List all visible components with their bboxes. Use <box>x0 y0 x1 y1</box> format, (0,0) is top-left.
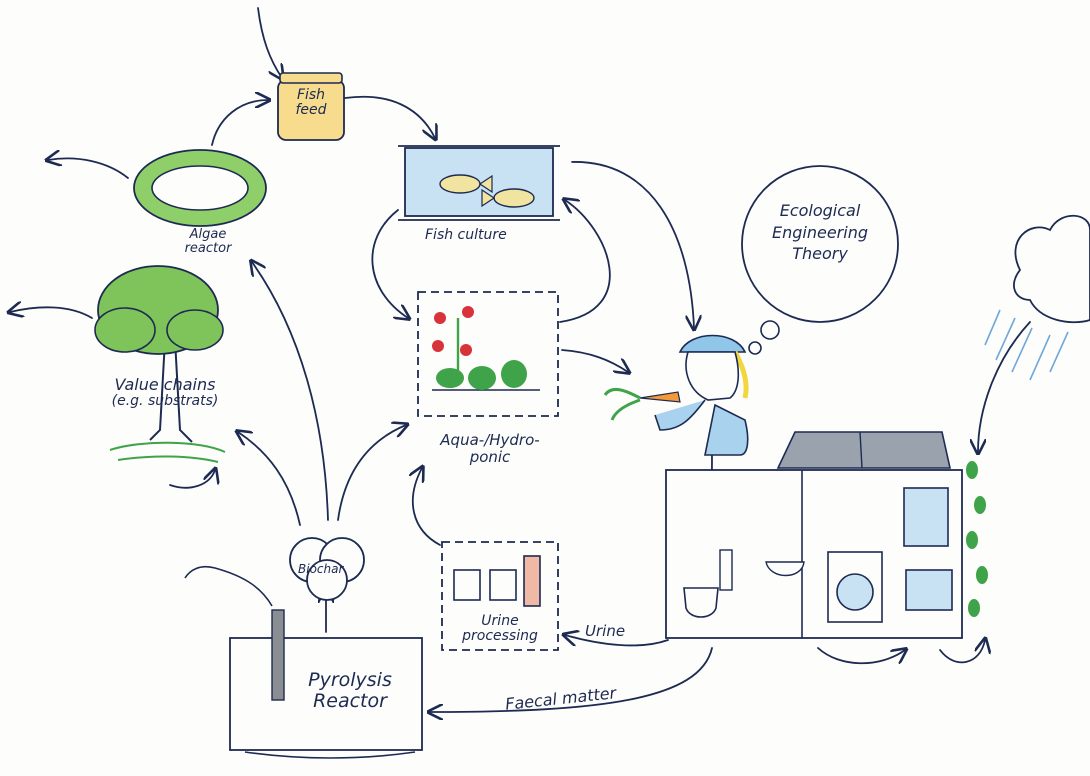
pyrolysis-reactor <box>184 565 423 759</box>
biochar-pile <box>289 537 365 601</box>
house <box>665 431 988 639</box>
arrow-algae-out <box>48 158 129 179</box>
fish-culture-label: Fish culture <box>425 227 507 243</box>
urine-processing-label-line1: Urine <box>481 613 519 629</box>
value-chains-label-line2: (e.g. substrats) <box>111 392 219 409</box>
arrow-rain-to-house <box>978 321 1031 452</box>
arrow-fish-to-aquaponic <box>371 209 408 318</box>
arrow-feed-to-fish-culture <box>344 95 435 138</box>
aquaponic-box <box>417 291 559 417</box>
pyrolysis-reactor-label-line1: Pyrolysis <box>308 669 392 691</box>
fish-feed-label: Fish feed <box>278 87 344 119</box>
arrow-tree-loop <box>169 470 215 489</box>
value-chains-tree <box>94 265 226 463</box>
urine-processing-box <box>441 541 559 651</box>
aquaponic-label-line2: ponic <box>469 447 511 466</box>
algae-reactor-label-line1: Algae <box>189 227 227 242</box>
person-eating-carrot <box>603 334 749 456</box>
fish-culture-tank <box>398 145 560 221</box>
thought-line1: Ecological <box>779 201 861 220</box>
arrow-urine-to-aquaponic <box>413 468 441 546</box>
urine-processing-label: Urine processing <box>442 613 558 645</box>
arrow-toilet-to-pyrolysis <box>430 647 713 712</box>
thought-line2: Engineering <box>772 222 868 242</box>
arrow-biochar-to-value-chains <box>238 432 301 526</box>
arrow-biochar-to-algae <box>252 262 329 521</box>
pyrolysis-reactor-label: Pyrolysis Reactor <box>290 670 410 712</box>
arrow-greywater-loop <box>817 648 905 663</box>
algae-reactor-label: Algae reactor <box>168 227 248 257</box>
rain-cloud <box>984 214 1090 381</box>
value-chains-label: Value chains (e.g. substrats) <box>80 376 250 409</box>
biochar-label: Biochar <box>298 562 344 576</box>
aquaponic-label-line1: Aqua-/Hydro- <box>440 431 540 449</box>
arrow-toilet-to-urine <box>565 635 669 645</box>
arrow-algae-to-feed <box>211 100 268 146</box>
thought-bubble-text: Ecological Engineering Theory <box>752 200 888 265</box>
thought-bubble <box>741 165 899 355</box>
pyrolysis-reactor-label-line2: Reactor <box>313 689 387 712</box>
arrow-fish-to-person <box>571 161 694 328</box>
arrow-tree-out <box>10 307 93 319</box>
arrow-aquaponic-to-fish <box>559 200 611 323</box>
arrow-aquaponic-to-person <box>561 349 628 372</box>
aquaponic-label: Aqua-/Hydro- ponic <box>420 432 560 465</box>
urine-flow-label: Urine <box>585 622 626 640</box>
fish-feed-label-line1: Fish <box>296 87 326 103</box>
algae-reactor-label-line2: reactor <box>184 241 232 257</box>
urine-processing-label-line2: processing <box>462 628 538 645</box>
arrow-biochar-to-aquaponic <box>337 425 406 521</box>
arrow-greenwall-loop <box>939 640 985 664</box>
value-chains-label-line1: Value chains <box>114 375 216 394</box>
fish-feed-jar <box>277 72 345 141</box>
thought-line3: Theory <box>792 244 848 264</box>
algae-reactor <box>133 149 267 227</box>
arrow-into-fish-feed <box>257 7 282 78</box>
fish-feed-label-line2: feed <box>295 102 327 119</box>
